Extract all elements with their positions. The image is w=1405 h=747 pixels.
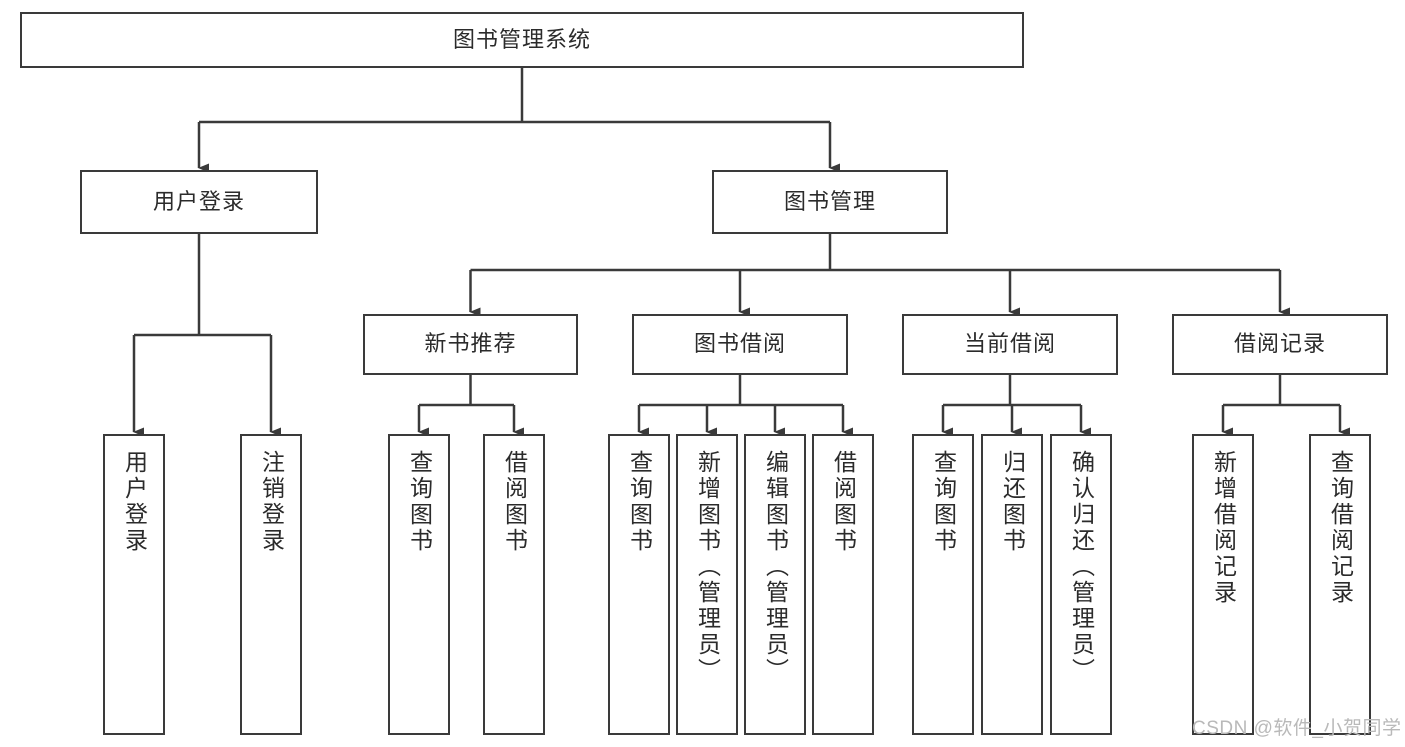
node-label: 借阅图书	[501, 450, 528, 554]
node-label: 借阅记录	[1233, 331, 1326, 357]
node-leaf-bb-borrow[interactable]: 借阅图书	[812, 434, 874, 735]
node-label: 查询图书	[626, 450, 653, 554]
node-leaf-rec-borrow[interactable]: 借阅图书	[483, 434, 545, 735]
node-label: 查询图书	[930, 450, 957, 554]
node-label: 借阅图书	[830, 450, 857, 554]
node-label: 新书推荐	[424, 331, 517, 357]
node-book-borrow[interactable]: 图书借阅	[632, 314, 848, 375]
node-leaf-bb-edit[interactable]: 编辑图书（管理员）	[744, 434, 806, 735]
node-label: 用户登录	[152, 188, 245, 214]
node-new-book-rec[interactable]: 新书推荐	[363, 314, 578, 375]
node-leaf-rec-query[interactable]: 查询图书	[388, 434, 450, 735]
node-label: 图书管理	[783, 188, 876, 214]
node-leaf-br-query[interactable]: 查询借阅记录	[1309, 434, 1371, 735]
node-label: 图书借阅	[693, 331, 786, 357]
node-leaf-user-logout[interactable]: 注销登录	[240, 434, 302, 735]
node-label: 图书管理系统	[452, 26, 591, 52]
node-leaf-cb-query[interactable]: 查询图书	[912, 434, 974, 735]
node-label: 新增借阅记录	[1210, 450, 1237, 606]
node-leaf-br-add[interactable]: 新增借阅记录	[1192, 434, 1254, 735]
node-leaf-user-login[interactable]: 用户登录	[103, 434, 165, 735]
node-leaf-bb-query[interactable]: 查询图书	[608, 434, 670, 735]
node-leaf-bb-add[interactable]: 新增图书（管理员）	[676, 434, 738, 735]
node-label: 注销登录	[258, 450, 285, 554]
node-label: 查询图书	[406, 450, 433, 554]
node-label: 新增图书（管理员）	[694, 450, 721, 684]
node-label: 当前借阅	[963, 331, 1056, 357]
node-book-manage[interactable]: 图书管理	[712, 170, 948, 234]
node-user-login[interactable]: 用户登录	[80, 170, 318, 234]
node-label: 编辑图书（管理员）	[762, 450, 789, 684]
node-leaf-cb-return[interactable]: 归还图书	[981, 434, 1043, 735]
csdn-watermark: CSDN @软件_小贺同学	[1192, 718, 1402, 739]
node-label: 查询借阅记录	[1327, 450, 1354, 606]
connector-lines	[132, 68, 1350, 437]
node-current-borrow[interactable]: 当前借阅	[902, 314, 1118, 375]
node-label: 归还图书	[999, 450, 1026, 554]
node-leaf-cb-confirm[interactable]: 确认归还（管理员）	[1050, 434, 1112, 735]
node-borrow-record[interactable]: 借阅记录	[1172, 314, 1388, 375]
node-label: 用户登录	[121, 450, 148, 554]
node-root[interactable]: 图书管理系统	[20, 12, 1024, 68]
node-label: 确认归还（管理员）	[1068, 450, 1095, 684]
